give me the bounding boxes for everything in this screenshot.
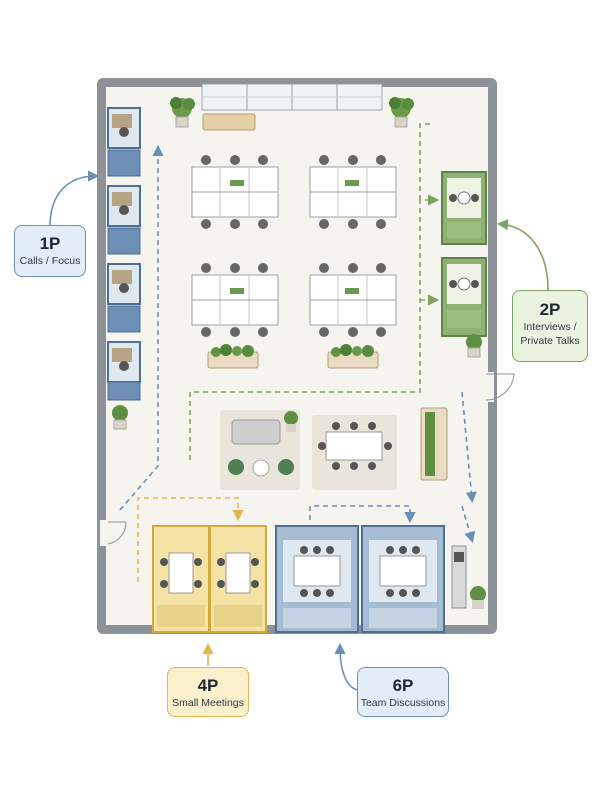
left-door [100,520,127,546]
callout-six-person-size: 6P [392,676,414,695]
plant-right [466,334,482,358]
planter-right [327,344,379,369]
booth-panel-3 [107,305,141,333]
desk-cluster-2 [309,155,397,229]
callout-one-person: 1P Calls / Focus [14,225,86,277]
callout-two-person-size: 2P [539,300,561,319]
booth-panel-2 [107,227,141,255]
phone-booth-3 [107,263,141,305]
four-person-room-1 [152,525,210,633]
right-door [485,372,515,402]
green-wall [420,407,448,481]
leader-2p [496,218,549,291]
callout-four-person: 4P Small Meetings [167,667,249,717]
desk-cluster-4 [309,263,397,337]
callout-four-person-label: Small Meetings [172,697,244,709]
plant-top-right [389,97,414,128]
two-person-room-1 [441,171,487,245]
path-green-top [419,123,434,200]
callout-two-person-label-line1: Interviews / [523,321,577,333]
booth-panel-1 [107,149,141,177]
credenza [202,113,256,131]
callout-two-person: 2P Interviews / Private Talks [512,290,588,362]
booth-panel-4 [107,381,141,401]
callout-two-person-label-line2: Private Talks [520,335,580,347]
phone-booth-1 [107,107,141,149]
plant-left [112,405,128,430]
leader-1p [49,170,100,227]
path-blue-left [119,144,164,511]
plant-top-left [170,97,195,128]
callout-four-person-size: 4P [197,676,219,695]
path-blue-rooms [309,505,416,524]
planter-left [207,344,259,369]
six-person-room-1 [275,525,359,633]
path-green-right [189,194,440,460]
four-person-room-2 [209,525,267,633]
callout-one-person-label: Calls / Focus [19,255,81,267]
callout-six-person-label: Team Discussions [360,697,446,709]
leader-6p [334,642,361,691]
six-person-room-2 [361,525,445,633]
path-blue-kitchen [461,505,476,544]
callout-six-person: 6P Team Discussions [357,667,449,717]
path-yellow [137,497,244,582]
desk-cluster-1 [191,155,279,229]
phone-booth-2 [107,185,141,227]
callout-one-person-size: 1P [39,234,61,253]
path-blue-right [461,391,477,504]
phone-booth-4 [107,341,141,383]
two-person-room-2 [441,257,487,337]
lounge-area [220,410,300,490]
desk-cluster-3 [191,263,279,337]
kitchenette [451,545,486,609]
lounge-table-area [312,415,397,490]
top-windows [201,83,383,111]
